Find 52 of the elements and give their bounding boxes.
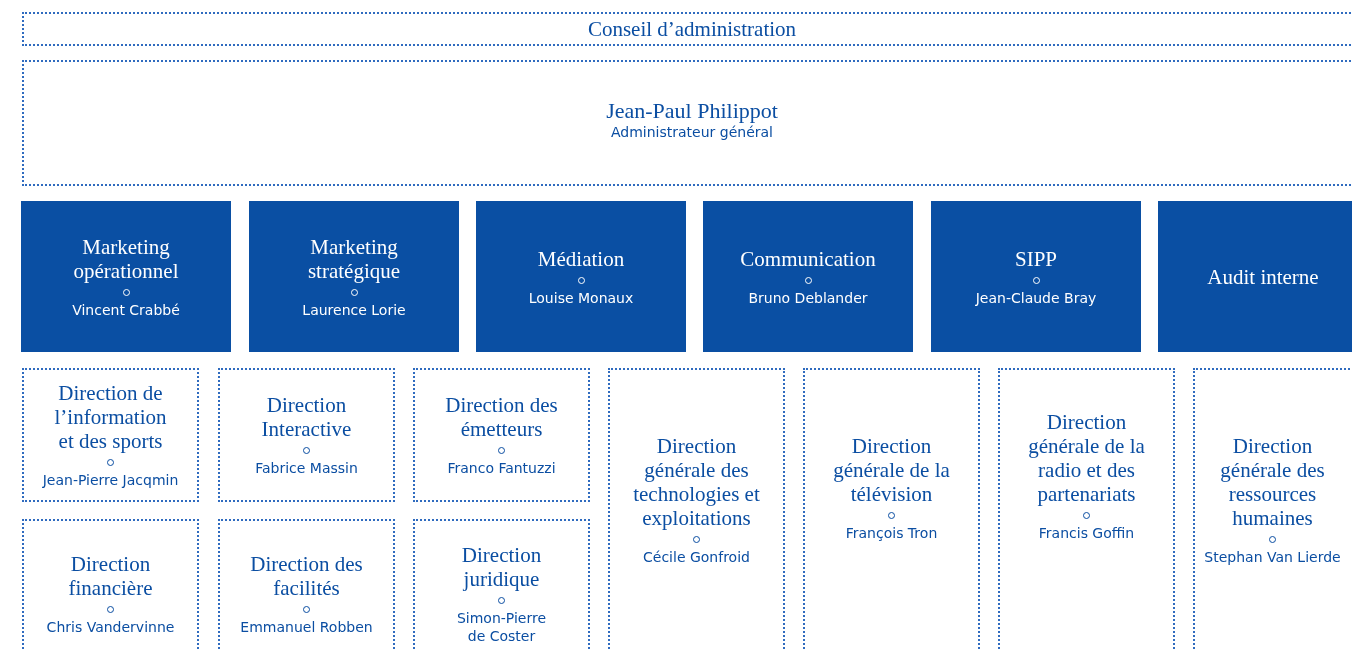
person-name: Bruno Deblander [748,288,868,307]
department-box [218,368,395,502]
person-name: Emmanuel Robben [240,618,373,636]
unit-name: Marketing opérationnel [72,234,180,283]
department-box [22,519,199,650]
person-name: Vincent Crabbé [72,300,180,319]
unit-name: Direction financière [67,552,154,600]
unit-name: Marketing stratégique [306,234,402,283]
department-box [22,368,199,502]
department-box [608,368,785,650]
unit-name: Direction générale des ressources humaines [1219,434,1326,530]
unit-name: Direction générale de la radio et des partenariats [1027,410,1146,506]
unit-name: SIPP [1015,246,1057,271]
department-box [998,368,1175,650]
unit-box [703,201,913,352]
person-name: Jean-Pierre Jacqmin [42,471,179,489]
person-name: Simon-Pierre de Coster [455,609,548,645]
person-name: Franco Fantuzzi [447,459,556,477]
board-banner [22,12,1352,46]
person-name: François Tron [845,524,938,542]
person-name: Administrateur général [611,123,773,141]
heading-text: Conseil d’administration [587,17,797,41]
unit-name: Direction générale des technologies et exploitations [632,434,761,530]
unit-name: Direction générale de la télévision [832,434,951,506]
head-box [22,60,1352,186]
unit-box [249,201,459,352]
unit-name: Médiation [537,246,625,271]
person-name: Chris Vandervinne [46,618,175,636]
person-name: Francis Goffin [1038,524,1135,542]
unit-name: Direction juridique [460,543,543,591]
department-box [413,368,590,502]
person-name: Laurence Lorie [302,300,406,319]
person-name: Stephan Van Lierde [1204,548,1341,566]
unit-name: Audit interne [1207,264,1319,289]
unit-name: Direction de l’information et des sports [53,381,168,453]
person-name: Jean-Claude Bray [975,288,1097,307]
unit-box [1158,201,1352,352]
unit-box [476,201,686,352]
unit-name: Communication [740,246,876,271]
person-name: Fabrice Massin [255,459,358,477]
department-box [413,519,590,650]
department-box [803,368,980,650]
unit-name: Direction des facilités [249,552,364,600]
department-box [1193,368,1352,650]
unit-box [21,201,231,352]
unit-box [931,201,1141,352]
person-name: Louise Monaux [528,288,634,307]
department-box [218,519,395,650]
person-name: Cécile Gonfroid [643,548,750,566]
unit-name: Direction Interactive [260,393,353,441]
heading-text: Jean-Paul Philippot [606,99,778,123]
unit-name: Direction des émetteurs [444,393,559,441]
